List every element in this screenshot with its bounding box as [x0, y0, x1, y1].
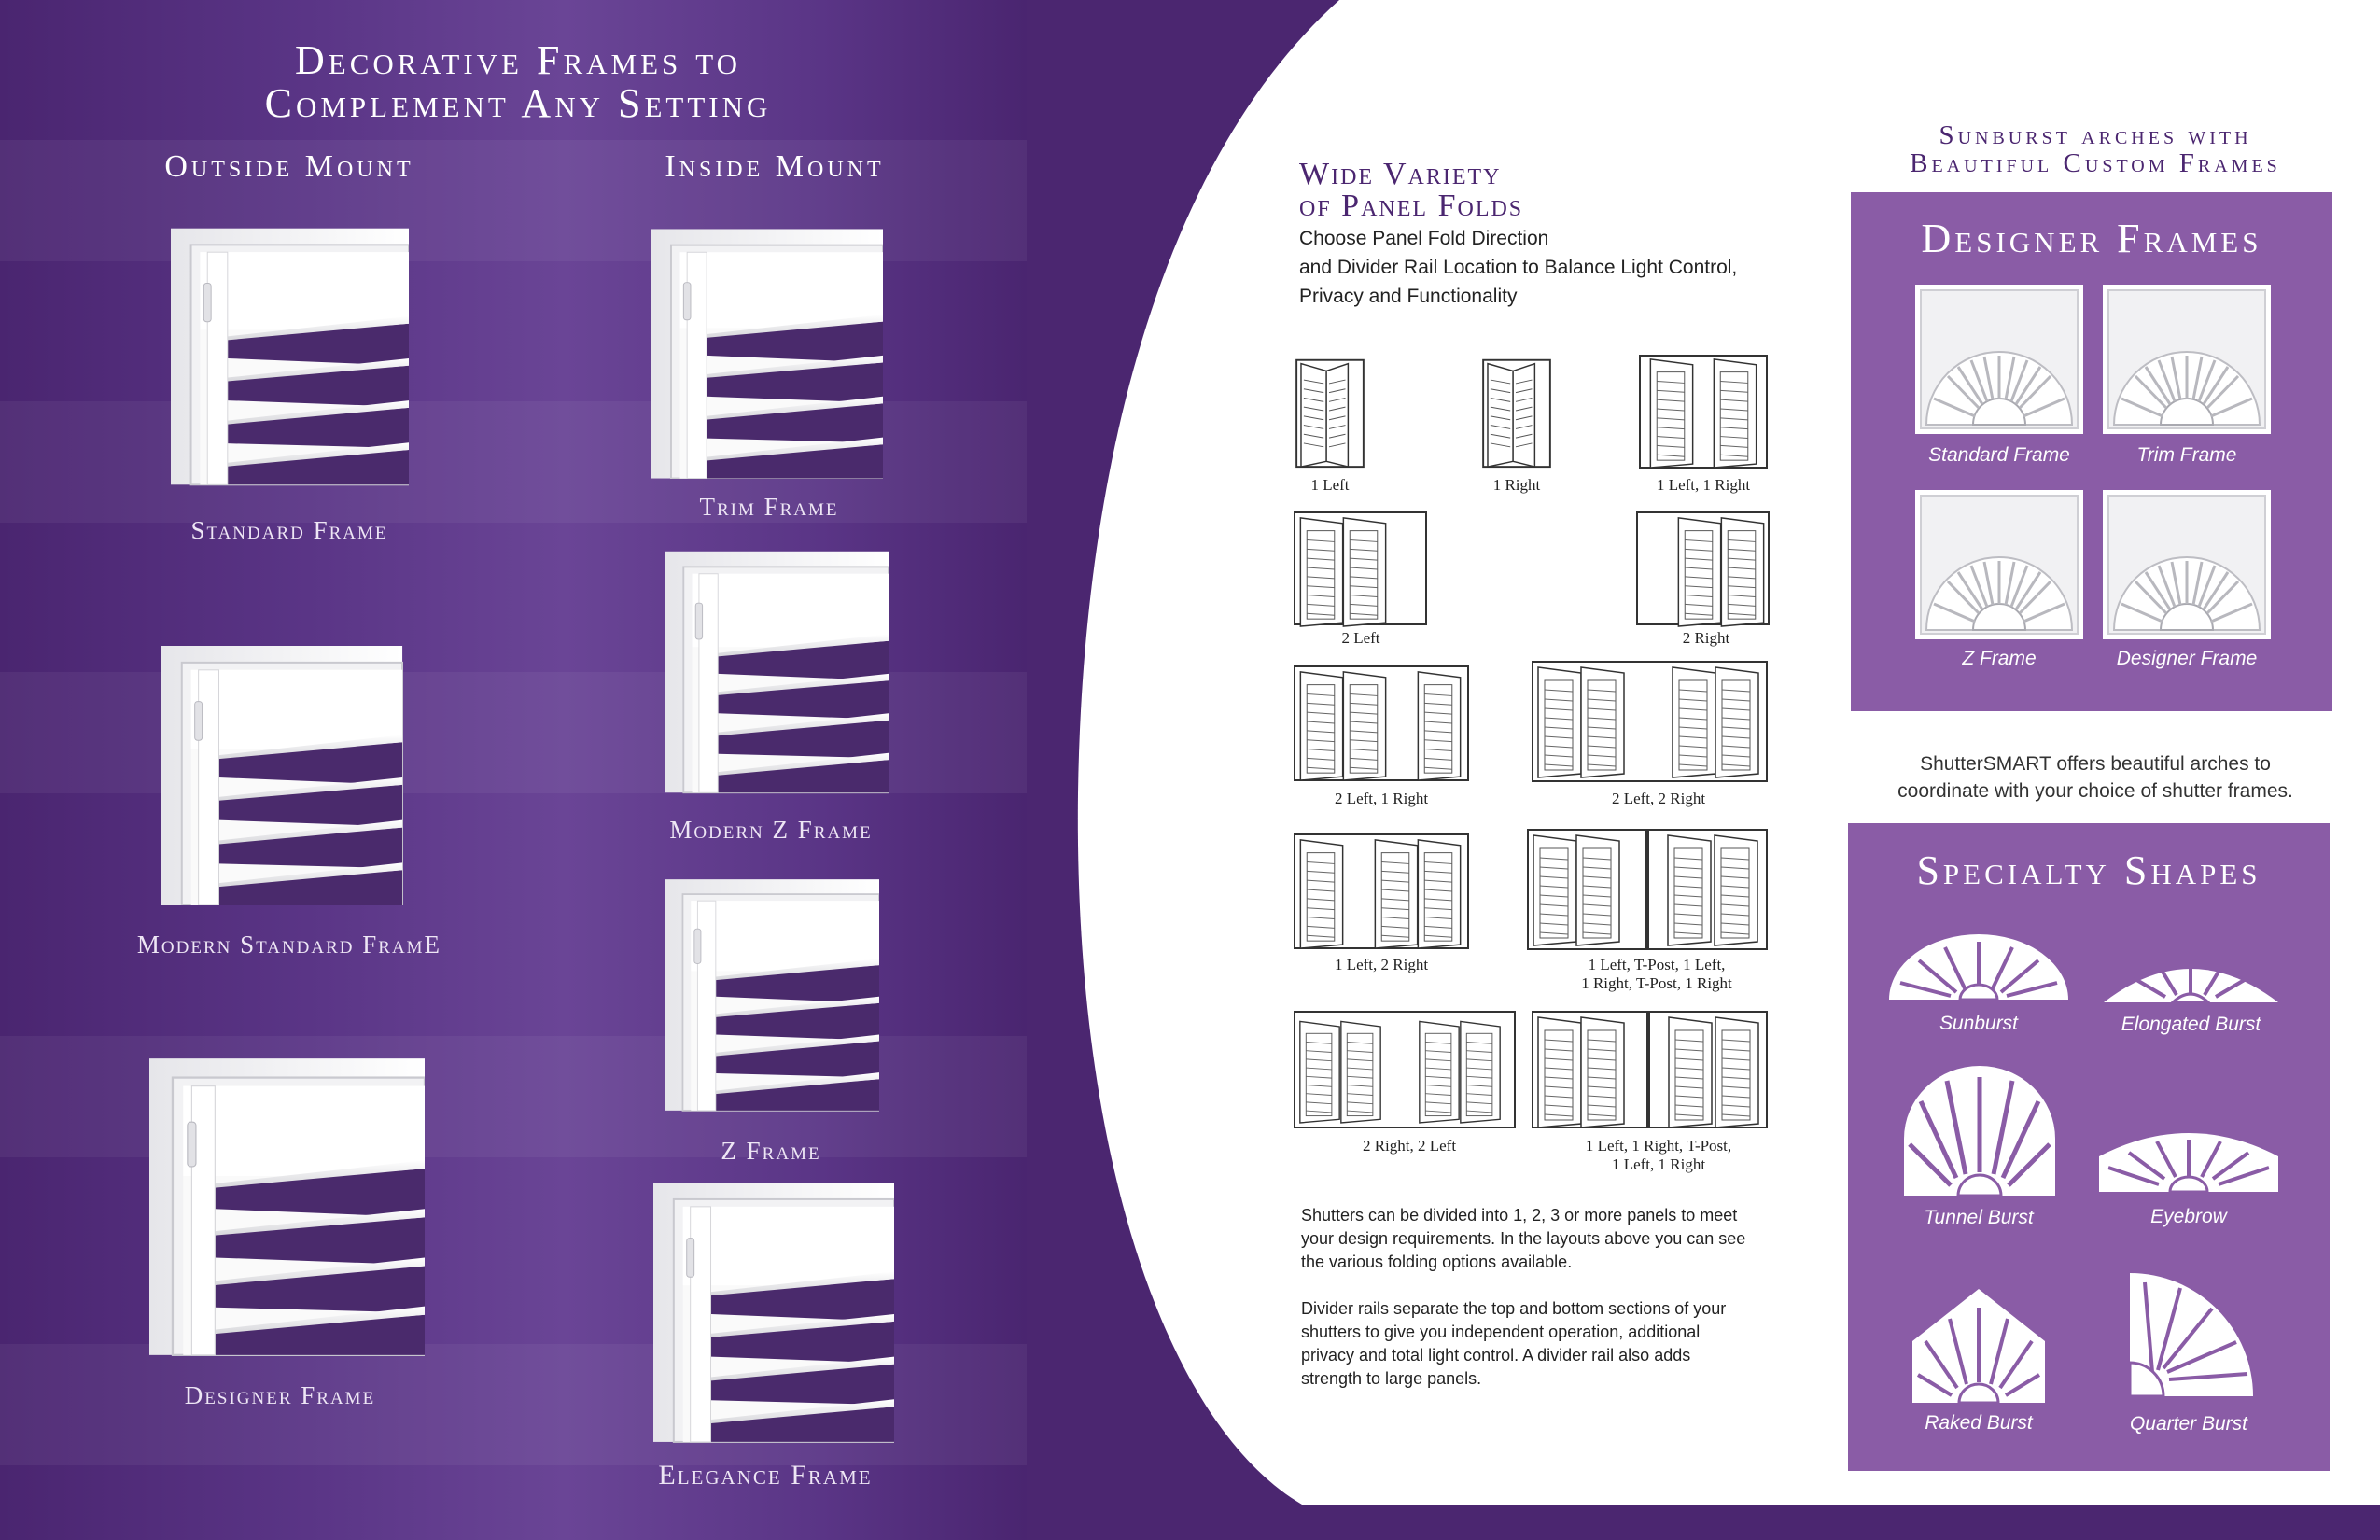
eyebrow-caption: Eyebrow	[2150, 1206, 2227, 1227]
fold-label-tpost-a: 1 Left, T-Post, 1 Left, 1 Right, T-Post,…	[1526, 956, 1787, 993]
folds-paragraph-1: Shutters can be divided into 1, 2, 3 or …	[1301, 1204, 1824, 1274]
specialty-shapes-title: Specialty Shapes	[1916, 847, 2261, 893]
arch-standard-frame-image	[1915, 285, 2083, 434]
eyebrow-shape	[2099, 1133, 2278, 1194]
arch-z-frame-caption: Z Frame	[1962, 648, 2037, 669]
designer-frame-caption: Designer Frame	[184, 1381, 376, 1409]
paragraph-line: Divider rails separate the top and botto…	[1301, 1299, 1727, 1318]
modern-standard-frame-caption: Modern Standard FramE	[136, 931, 442, 959]
z-frame-caption: Z Frame	[721, 1137, 821, 1165]
fold-diagram-2-right	[1636, 511, 1770, 627]
paragraph-line: your design requirements. In the layouts…	[1301, 1229, 1746, 1248]
paragraph-line: privacy and total light control. A divid…	[1301, 1346, 1691, 1365]
fold-label-line: 1 Left, 1 Right, T-Post,	[1585, 1137, 1732, 1155]
standard-frame-caption: Standard Frame	[190, 516, 388, 544]
fold-diagram-tpost-b	[1532, 1011, 1768, 1128]
arches-note: ShutterSMART offers beautiful arches to …	[1853, 750, 2338, 805]
fold-label-1-left-1-right: 1 Left, 1 Right	[1656, 476, 1751, 494]
raked-burst-shape	[1912, 1289, 2045, 1405]
arches-note-line: coordinate with your choice of shutter f…	[1897, 780, 2293, 802]
fold-diagram-1-right	[1482, 358, 1551, 469]
arch-designer-frame-caption: Designer Frame	[2116, 648, 2258, 669]
arches-heading-line-1: Sunburst arches with	[1939, 120, 2252, 150]
elongated-burst-shape	[2104, 963, 2278, 1004]
fold-label-1-left: 1 Left	[1310, 476, 1350, 494]
fold-label-2-right-2-left: 2 Right, 2 Left	[1362, 1137, 1457, 1155]
fold-label-line: 1 Left, T-Post, 1 Left,	[1588, 956, 1726, 973]
column-heading-inside-mount: Inside Mount	[665, 149, 885, 184]
paragraph-line: strength to large panels.	[1301, 1369, 1482, 1388]
fold-label-2-left-1-right: 2 Left, 1 Right	[1334, 790, 1429, 807]
folds-subheading-line: Choose Panel Fold Direction	[1299, 228, 1549, 249]
fold-label-2-right: 2 Right	[1682, 629, 1730, 647]
paragraph-line: the various folding options available.	[1301, 1253, 1573, 1271]
fold-diagram-1-left	[1295, 358, 1365, 469]
fold-diagram-2-left	[1294, 511, 1427, 627]
tunnel-burst-shape	[1904, 1066, 2055, 1197]
folds-paragraph-2: Divider rails separate the top and botto…	[1301, 1297, 1824, 1391]
fold-label-1-right: 1 Right	[1492, 476, 1541, 494]
fold-label-line: 1 Left, 1 Right	[1611, 1155, 1706, 1173]
modern-standard-frame-image	[161, 646, 403, 905]
paragraph-line: Shutters can be divided into 1, 2, 3 or …	[1301, 1206, 1738, 1225]
raked-burst-caption: Raked Burst	[1925, 1412, 2033, 1434]
page-title: Decorative Frames to Complement Any Sett…	[159, 39, 877, 125]
fold-label-2-left-2-right: 2 Left, 2 Right	[1611, 790, 1706, 807]
fold-label-tpost-b: 1 Left, 1 Right, T-Post, 1 Left, 1 Right	[1528, 1137, 1789, 1174]
elegance-frame-caption: Elegance Frame	[658, 1460, 873, 1491]
arch-standard-frame-caption: Standard Frame	[1928, 444, 2070, 466]
fold-diagram-2-left-2-right	[1532, 661, 1768, 782]
quarter-burst-shape	[2128, 1273, 2253, 1398]
modern-z-frame-caption: Modern Z Frame	[669, 816, 873, 844]
fold-label-line: 1 Right, T-Post, 1 Right	[1581, 974, 1732, 992]
trim-frame-caption: Trim Frame	[699, 493, 839, 521]
quarter-burst-caption: Quarter Burst	[2129, 1413, 2248, 1435]
folds-subheading-line: and Divider Rail Location to Balance Lig…	[1299, 257, 1738, 278]
fold-diagram-2-left-1-right	[1294, 665, 1469, 781]
folds-heading-line-2: of Panel Folds	[1299, 189, 1524, 223]
trim-frame-image	[651, 229, 883, 479]
title-line-1: Decorative Frames to	[294, 37, 742, 83]
arch-designer-frame-image	[2103, 488, 2271, 641]
fold-diagram-2-right-2-left	[1294, 1011, 1516, 1128]
tunnel-burst-caption: Tunnel Burst	[1924, 1207, 2034, 1228]
arches-heading-line-2: Beautiful Custom Frames	[1910, 148, 2281, 178]
arches-note-line: ShutterSMART offers beautiful arches to	[1920, 753, 2271, 775]
arches-heading: Sunburst arches with Beautiful Custom Fr…	[1853, 121, 2338, 177]
arch-z-frame-image	[1915, 488, 2083, 641]
arch-trim-frame-caption: Trim Frame	[2136, 444, 2237, 466]
title-line-2: Complement Any Setting	[264, 80, 772, 126]
fold-diagram-1-left-1-right	[1639, 355, 1768, 469]
z-frame-image	[665, 878, 879, 1112]
modern-z-frame-image	[665, 550, 889, 794]
folds-subheading: Choose Panel Fold Direction and Divider …	[1299, 224, 1737, 311]
fold-label-2-left: 2 Left	[1341, 629, 1380, 647]
column-heading-outside-mount: Outside Mount	[164, 149, 414, 184]
elegance-frame-image	[653, 1182, 894, 1443]
elongated-burst-caption: Elongated Burst	[2121, 1014, 2261, 1035]
paragraph-line: shutters to give you independent operati…	[1301, 1323, 1701, 1341]
fold-diagram-tpost-a	[1527, 829, 1768, 950]
standard-frame-image	[171, 227, 409, 486]
sunburst-caption: Sunburst	[1939, 1013, 2019, 1034]
designer-frame-image	[149, 1057, 425, 1357]
arch-trim-frame-image	[2103, 285, 2271, 434]
fold-diagram-1-left-2-right	[1294, 833, 1469, 949]
sunburst-shape	[1889, 934, 2068, 1001]
fold-label-1-left-2-right: 1 Left, 2 Right	[1334, 956, 1429, 973]
folds-heading-line-1: Wide Variety	[1299, 157, 1502, 191]
designer-frames-title: Designer Frames	[1921, 216, 2262, 261]
folds-heading: Wide Variety of Panel Folds	[1299, 159, 1523, 222]
folds-subheading-line: Privacy and Functionality	[1299, 286, 1518, 307]
